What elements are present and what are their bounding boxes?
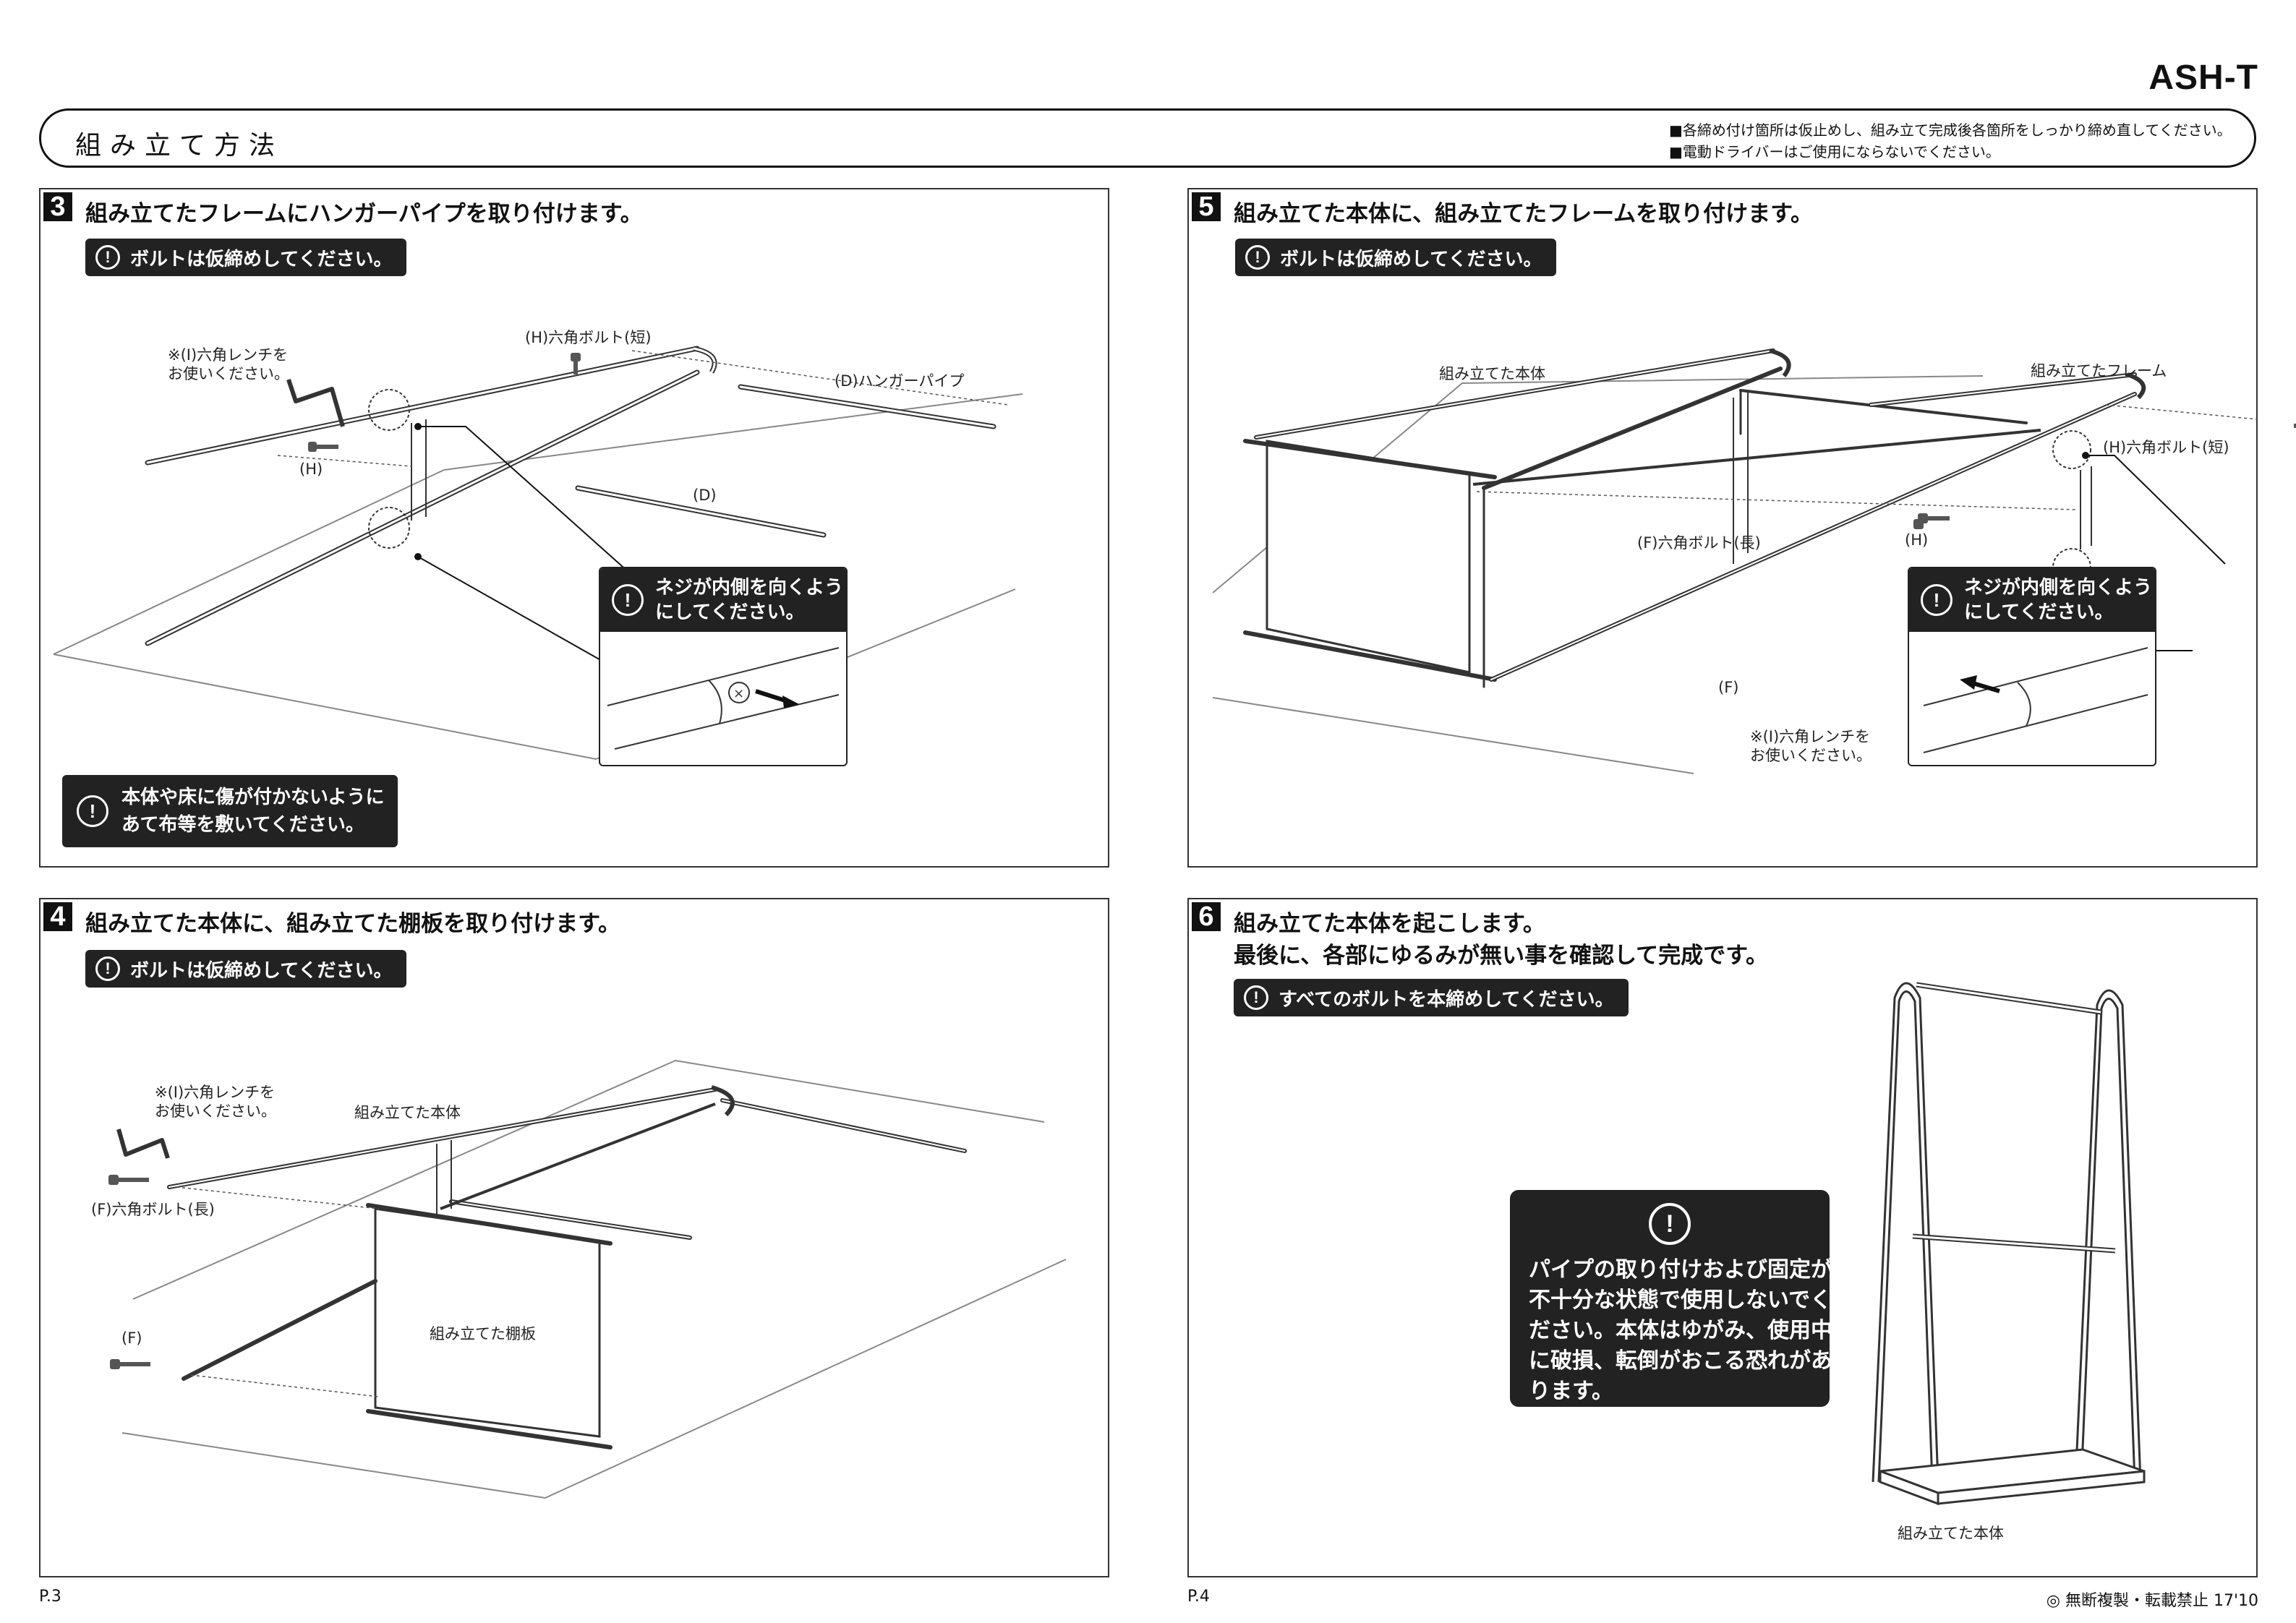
alert-icon: ! xyxy=(1245,245,1270,270)
step-5-detail-illustration xyxy=(1923,647,2148,753)
step-5-number: 5 xyxy=(1192,192,1221,221)
step-3-d-label: (D) xyxy=(693,487,717,504)
step-5-frame-label: 組み立てたフレーム xyxy=(2031,362,2167,380)
step-5-detail-box: ! ネジが内側を向くよう にしてください。 xyxy=(1908,567,2156,766)
step-6-number: 6 xyxy=(1192,902,1221,931)
step-6-warning-box: ! パイプの取り付けおよび固定が 不十分な状態で使用しないでく ださい。本体はゆ… xyxy=(1510,1190,1832,1407)
step-3-caution-box: ! 本体や床に傷が付かないように あて布等を敷いてください。 xyxy=(62,775,398,847)
step-3-diagram xyxy=(53,346,1023,761)
step-3-number: 3 xyxy=(43,192,72,221)
copyright-notice: ◎ 無断複製・転載禁止 17'10 xyxy=(2046,1592,2258,1610)
step-5-tighten-text: ボルトは仮締めしてください。 xyxy=(1280,248,1542,270)
step-6-tighten-text: すべてのボルトを本締めしてください。 xyxy=(1279,988,1614,1011)
step-4-tighten-note: ! ボルトは仮締めしてください。 xyxy=(85,950,407,988)
alert-icon: ! xyxy=(612,584,644,616)
step-5-wrench-label: ※(I)六角レンチを お使いください。 xyxy=(1750,728,1872,764)
header-note-1: ■各締め付け箇所は仮止めし、組み立て完成後各箇所をしっかり締め直してください。 xyxy=(1669,121,2232,139)
step-3-hanger-pipe-label: (D)ハンガーパイプ xyxy=(835,372,965,390)
header-bar xyxy=(39,108,2256,168)
step-3-wrench-label: ※(I)六角レンチを お使いください。 xyxy=(168,346,289,382)
step-5-f-label: (F) xyxy=(1718,679,1739,696)
step-6-title-line-2: 最後に、各部にゆるみが無い事を確認して完成です。 xyxy=(1234,943,1769,969)
step-5-bolt-long-label: (F)六角ボルト(長) xyxy=(1637,534,1761,552)
step-3-detail-text: ネジが内側を向くよう にしてください。 xyxy=(655,577,844,623)
step-3-bolt-short-label: (H)六角ボルト(短) xyxy=(525,329,652,346)
step-4-bolt-long-label: (F)六角ボルト(長) xyxy=(91,1201,215,1218)
step-3-detail-box: ! ネジが内側を向くよう にしてください。 × xyxy=(599,567,848,766)
step-5-h-label: (H) xyxy=(1905,531,1929,549)
step-5-body-label: 組み立てた本体 xyxy=(1439,365,1545,382)
step-4-panel xyxy=(39,898,1109,1577)
step-5-title: 組み立てた本体に、組み立てたフレームを取り付けます。 xyxy=(1234,201,1814,227)
alert-icon: ! xyxy=(95,245,120,270)
step-4-body-label: 組み立てた本体 xyxy=(354,1104,461,1121)
step-5-detail-text: ネジが内側を向くよう にしてください。 xyxy=(1964,577,2153,623)
step-6-panel xyxy=(1187,898,2258,1577)
step-4-f-label: (F) xyxy=(121,1329,142,1347)
step-3-title: 組み立てたフレームにハンガーパイプを取り付けます。 xyxy=(85,201,643,227)
svg-text:×: × xyxy=(733,686,744,701)
step-5-panel xyxy=(1187,188,2258,868)
page-number-left: P.3 xyxy=(39,1588,61,1606)
header-note-2: ■電動ドライバーはご使用にならないでください。 xyxy=(1669,143,2000,160)
alert-icon: ! xyxy=(95,956,120,981)
step-5-diagram xyxy=(1212,348,2296,774)
step-6-body-label: 組み立てた本体 xyxy=(1898,1525,2004,1542)
alert-icon: ! xyxy=(1244,985,1268,1010)
step-4-wrench-label: ※(I)六角レンチを お使いください。 xyxy=(155,1084,276,1120)
page-number-right: P.4 xyxy=(1187,1588,1210,1606)
step-3-detail-illustration: × xyxy=(607,647,840,750)
step-5-tighten-note: ! ボルトは仮締めしてください。 xyxy=(1235,239,1557,276)
step-6-rack-illustration xyxy=(1872,982,2146,1506)
step-3-panel xyxy=(39,188,1109,868)
step-3-tighten-note: ! ボルトは仮締めしてください。 xyxy=(85,239,407,276)
step-3-caution-text: 本体や床に傷が付かないように あて布等を敷いてください。 xyxy=(121,787,385,836)
alert-icon: ! xyxy=(77,795,108,827)
step-4-diagram xyxy=(108,1059,1067,1499)
step-4-shelf-label: 組み立てた棚板 xyxy=(430,1325,536,1342)
step-4-tighten-text: ボルトは仮締めしてください。 xyxy=(130,959,393,982)
page-title: 組み立て方法 xyxy=(75,131,284,160)
step-6-title-line-1: 組み立てた本体を起こします。 xyxy=(1234,911,1545,937)
step-6-warning-text: パイプの取り付けおよび固定が 不十分な状態で使用しないでく ださい。本体はゆがみ… xyxy=(1529,1257,1832,1404)
step-3-tighten-text: ボルトは仮締めしてください。 xyxy=(130,248,393,270)
model-number: ASH-T xyxy=(2148,59,2258,97)
alert-icon: ! xyxy=(1921,584,1953,616)
step-6-tighten-note: ! すべてのボルトを本締めしてください。 xyxy=(1234,979,1629,1016)
step-5-bolt-short-label: (H)六角ボルト(短) xyxy=(2103,439,2229,456)
alert-icon: ! xyxy=(1649,1203,1691,1245)
step-4-number: 4 xyxy=(43,902,72,931)
step-4-title: 組み立てた本体に、組み立てた棚板を取り付けます。 xyxy=(85,911,620,937)
step-3-h-label: (H) xyxy=(299,461,323,478)
